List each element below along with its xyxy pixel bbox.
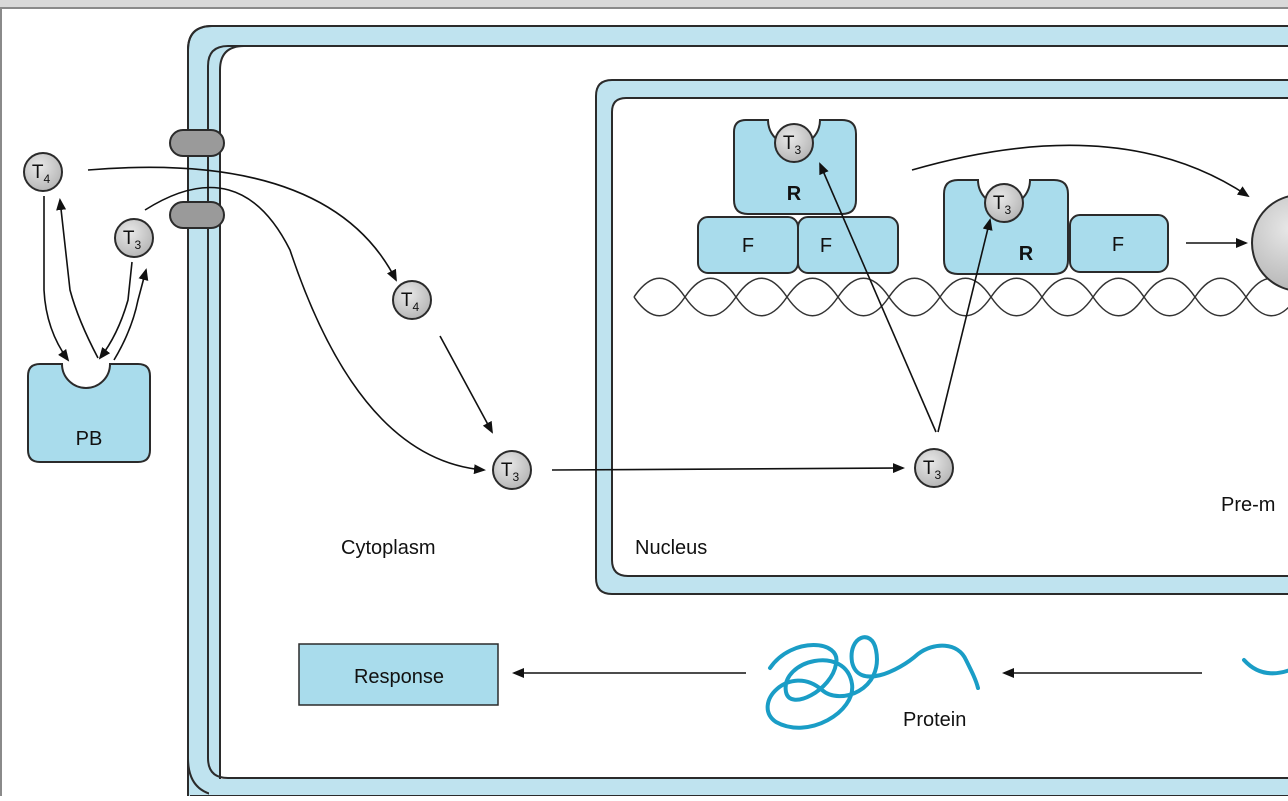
arrow-pb-to-t4: [56, 198, 99, 359]
pb-label: PB: [76, 428, 103, 450]
dna-strand-a: [633, 277, 1288, 317]
arrow-t3-into-cell: [144, 186, 486, 475]
factor-f3: F: [1069, 214, 1169, 273]
arrow-t3-to-nucleus: [551, 463, 905, 474]
receptor-label: R: [787, 183, 802, 205]
receptor-label: R: [1019, 243, 1034, 265]
arrow-transcription: [911, 144, 1250, 198]
factor-label: F: [742, 235, 754, 257]
protein-strand: [765, 635, 980, 730]
arrow-t4-to-pb: [43, 196, 70, 362]
t3-outside: T3: [114, 218, 154, 258]
t3-bound-lower: T3: [984, 183, 1024, 223]
mrna-strand: [1242, 658, 1288, 676]
pre-mrna-circle: [1251, 195, 1288, 291]
factor-label: F: [820, 235, 832, 257]
svg-text:T4: T4: [32, 162, 51, 186]
nuclear-envelope: [595, 79, 1288, 595]
protein-label: Protein: [903, 709, 966, 731]
t3-cytoplasm: T3: [492, 450, 532, 490]
top-bar: [0, 0, 1288, 8]
t3-nucleus: T3: [914, 448, 954, 488]
factor-f2: F: [797, 216, 899, 274]
t4-outside: T4: [23, 152, 63, 192]
membrane-channel-lower: [169, 201, 225, 229]
svg-text:T3: T3: [501, 460, 520, 484]
arrows: [43, 144, 1250, 678]
arrow-t4-to-t3: [439, 335, 493, 434]
factor-f1: F: [697, 216, 799, 274]
svg-text:T3: T3: [923, 458, 942, 482]
arrow-to-receptor-upper: [819, 162, 937, 433]
membrane-channel-upper: [169, 129, 225, 157]
response-box: Response: [298, 643, 499, 706]
arrow-pb-to-t3: [113, 268, 149, 361]
pre-mrna-label: Pre-m: [1221, 494, 1275, 516]
arrow-t3-to-pb: [98, 261, 133, 360]
cytoplasm-label: Cytoplasm: [341, 537, 435, 559]
t4-cytoplasm: T4: [392, 280, 432, 320]
arrow-to-receptor-lower: [937, 218, 993, 433]
svg-text:T4: T4: [401, 290, 420, 314]
t3-bound-upper: T3: [774, 123, 814, 163]
svg-text:T3: T3: [783, 133, 802, 157]
receptor-upper: R: [733, 119, 857, 215]
response-label: Response: [354, 666, 444, 688]
nucleus-label: Nucleus: [635, 537, 707, 559]
arrow-t4-into-cell: [87, 166, 397, 282]
dna-strand-b: [633, 277, 1288, 317]
svg-text:T3: T3: [123, 228, 142, 252]
svg-text:T3: T3: [993, 193, 1012, 217]
factor-label: F: [1112, 234, 1124, 256]
binding-protein-pb: PB: [27, 363, 151, 463]
